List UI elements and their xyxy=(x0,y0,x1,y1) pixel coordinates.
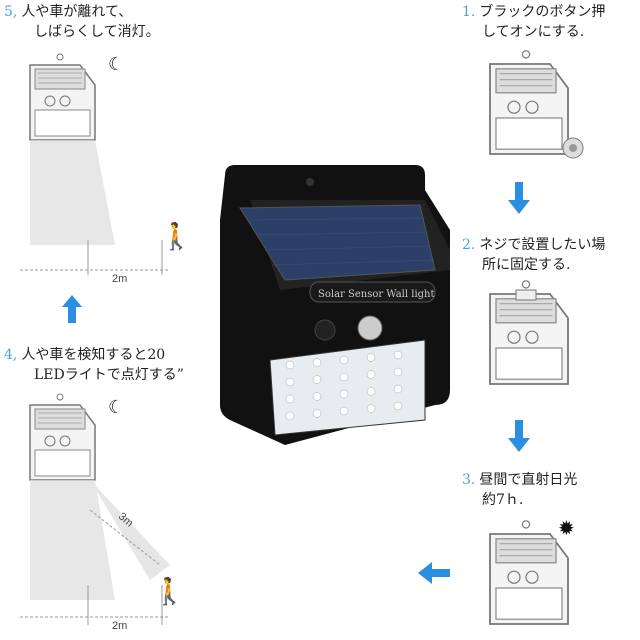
led-panel xyxy=(269,339,426,436)
arrow-left-icon xyxy=(418,562,450,584)
led-dot xyxy=(285,394,295,404)
moon-icon: ☾ xyxy=(108,54,124,75)
step-4-text: 4,人や車を検知すると20 LEDライトで点灯する” xyxy=(4,347,184,383)
sun-icon: ✹ xyxy=(558,516,575,540)
motion-sensor xyxy=(357,315,383,341)
led-dot xyxy=(366,370,376,379)
product-label: Solar Sensor Wall light xyxy=(318,289,435,300)
moon-icon: ☾ xyxy=(108,397,124,418)
led-dot xyxy=(366,353,376,362)
led-dot xyxy=(339,355,349,365)
led-dot xyxy=(366,404,376,413)
led-dot xyxy=(312,375,322,384)
led-dot xyxy=(393,384,403,394)
step-2-illustration xyxy=(489,279,569,385)
power-button xyxy=(314,319,336,341)
light-cone xyxy=(30,140,115,245)
screw-icon xyxy=(515,289,537,301)
step-1-text: 1.ブラックのボタン押 してオンにする. xyxy=(462,4,606,40)
led-dot xyxy=(285,377,295,387)
led-dot xyxy=(393,350,403,360)
arrow-down-icon xyxy=(508,182,530,214)
step-3-text: 3.昼間で直射日光 約7ｈ. xyxy=(462,472,578,508)
led-dot xyxy=(285,360,295,370)
distance-label: 2m xyxy=(112,273,128,285)
lamp-icon xyxy=(29,393,96,481)
led-dot xyxy=(312,358,322,367)
led-dot xyxy=(339,372,349,382)
led-dot xyxy=(312,409,322,418)
step-5-text: 5,人や車が離れて、 しばらくして消灯。 xyxy=(4,4,160,40)
arrow-down-icon xyxy=(508,420,530,452)
led-dot xyxy=(312,392,322,401)
step-1-illustration xyxy=(489,49,584,159)
person-walking-icon: 🚶 xyxy=(160,221,192,252)
led-dot xyxy=(339,389,349,399)
step-2-text: 2.ネジで設置したい場 所に固定する. xyxy=(462,237,606,273)
led-dot xyxy=(339,406,349,416)
product-image: Solar Sensor Wall light xyxy=(220,165,450,445)
lamp-icon xyxy=(29,53,96,141)
led-dot xyxy=(285,411,295,421)
step-3-illustration: ✹ xyxy=(489,516,575,625)
led-dot xyxy=(366,387,376,396)
distance-label: 2m xyxy=(112,620,128,632)
arrow-up-icon xyxy=(62,295,82,323)
led-dot xyxy=(393,401,403,411)
step-4-illustration: ☾ 🚶 xyxy=(20,393,185,625)
person-walking-icon: 🚶 xyxy=(153,576,185,607)
led-dot xyxy=(393,367,403,377)
step-5-illustration: ☾ 🚶 xyxy=(20,53,192,275)
